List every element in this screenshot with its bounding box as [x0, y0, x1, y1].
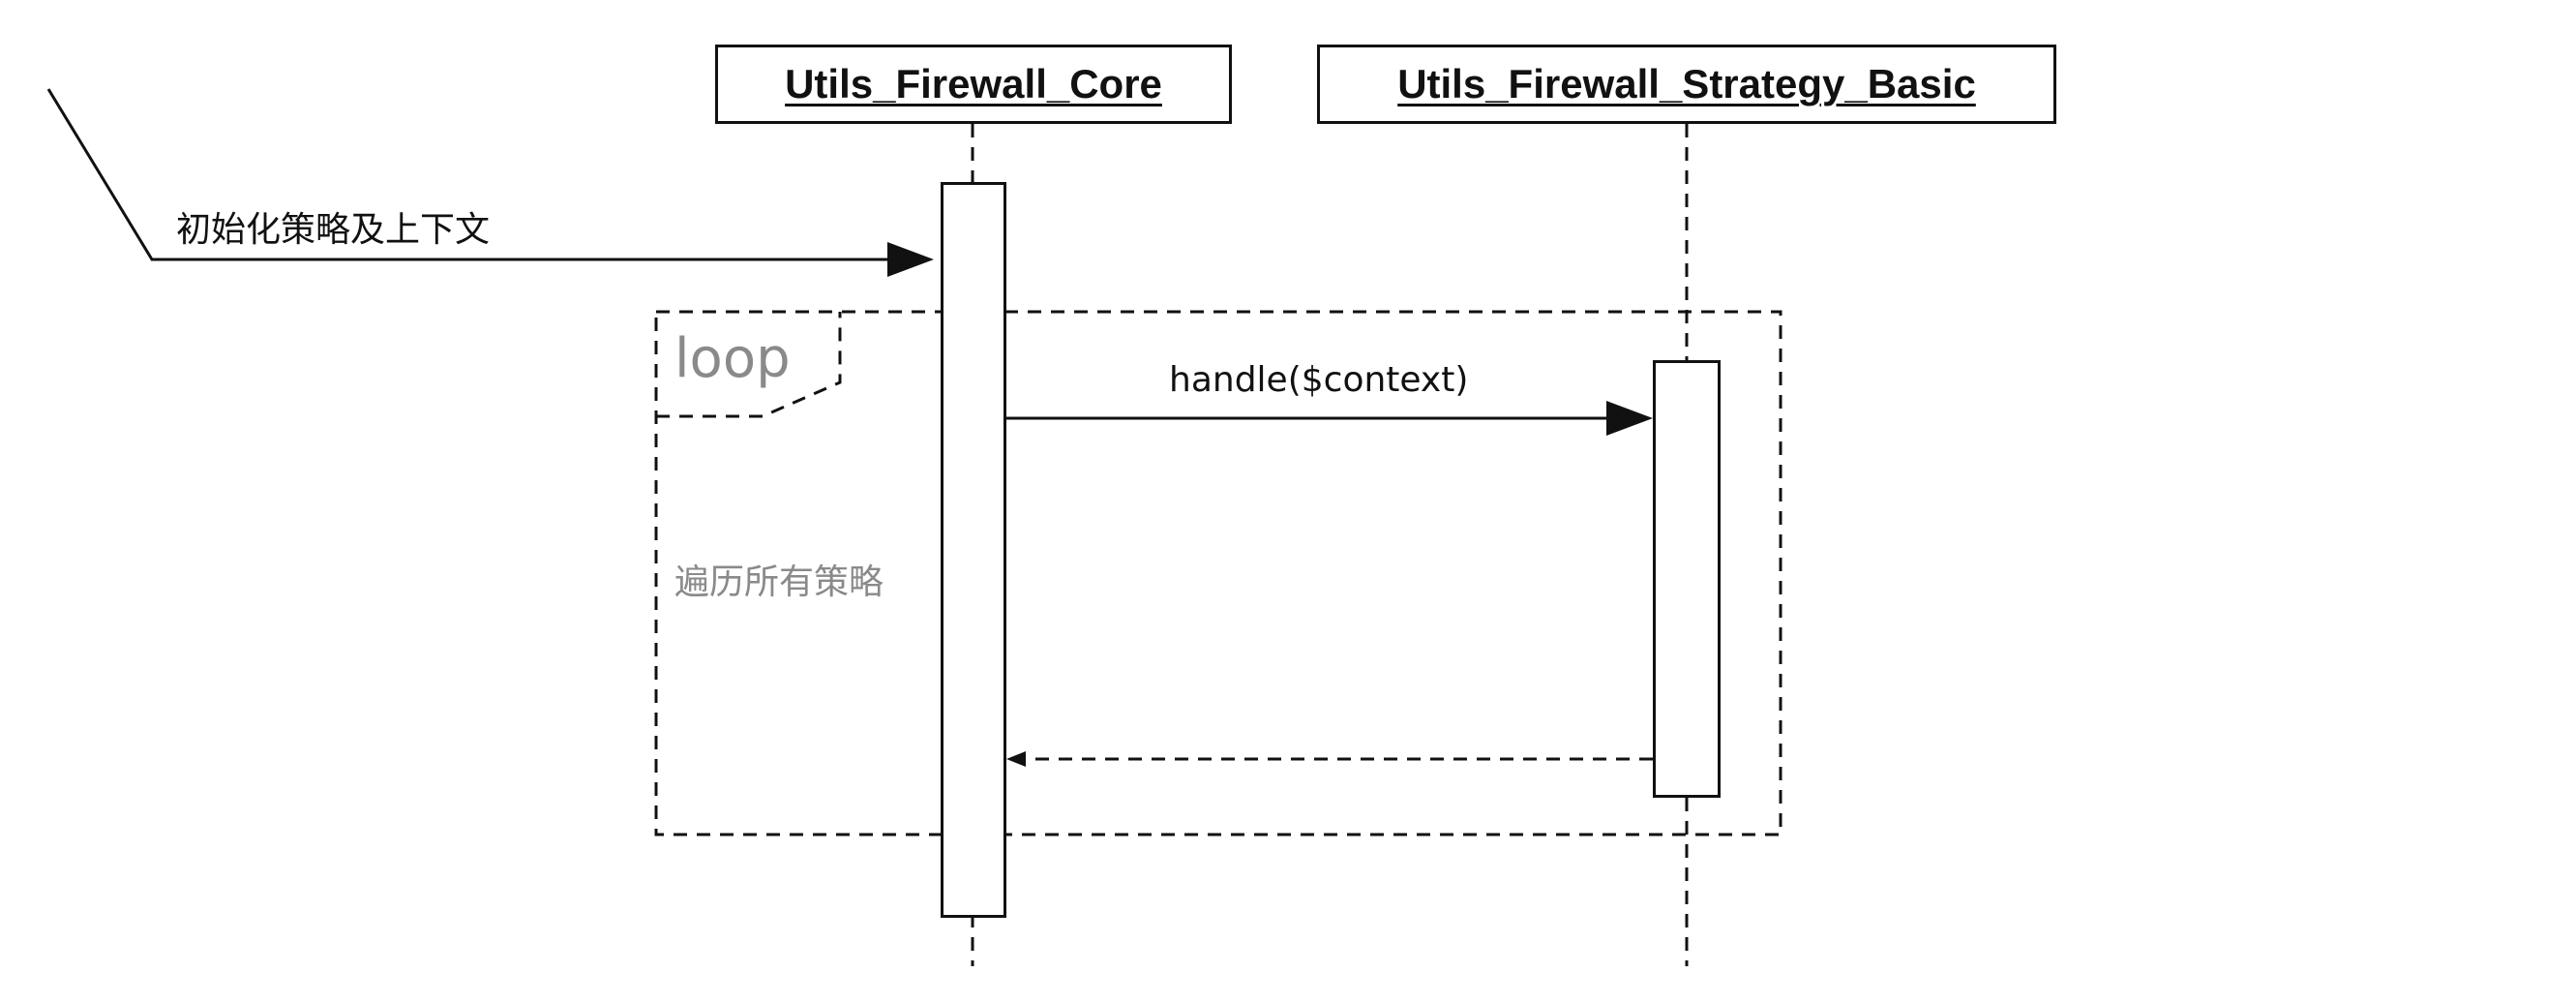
- handle-message-arrowhead: [1606, 401, 1653, 436]
- loop-operator-tab: [656, 312, 842, 418]
- participant-strategy-name: Utils_Firewall_Strategy_Basic: [1397, 61, 1976, 106]
- return-message-arrowhead: [1006, 751, 1026, 767]
- init-message-arrowhead: [887, 242, 934, 277]
- init-message-label: 初始化策略及上下文: [176, 210, 491, 250]
- participant-core-box: Utils_Firewall_Core: [715, 45, 1232, 124]
- handle-message-label: handle($context): [1169, 360, 1469, 400]
- participant-strategy-box: Utils_Firewall_Strategy_Basic: [1317, 45, 2056, 124]
- participant-core-name: Utils_Firewall_Core: [785, 61, 1162, 106]
- activation-strategy: [1653, 360, 1721, 798]
- loop-guard-label: 遍历所有策略: [674, 562, 884, 602]
- activation-core: [941, 182, 1006, 918]
- loop-fragment-frame: [654, 310, 1782, 836]
- init-message-line: [46, 88, 905, 261]
- loop-operator-label: loop: [674, 327, 791, 390]
